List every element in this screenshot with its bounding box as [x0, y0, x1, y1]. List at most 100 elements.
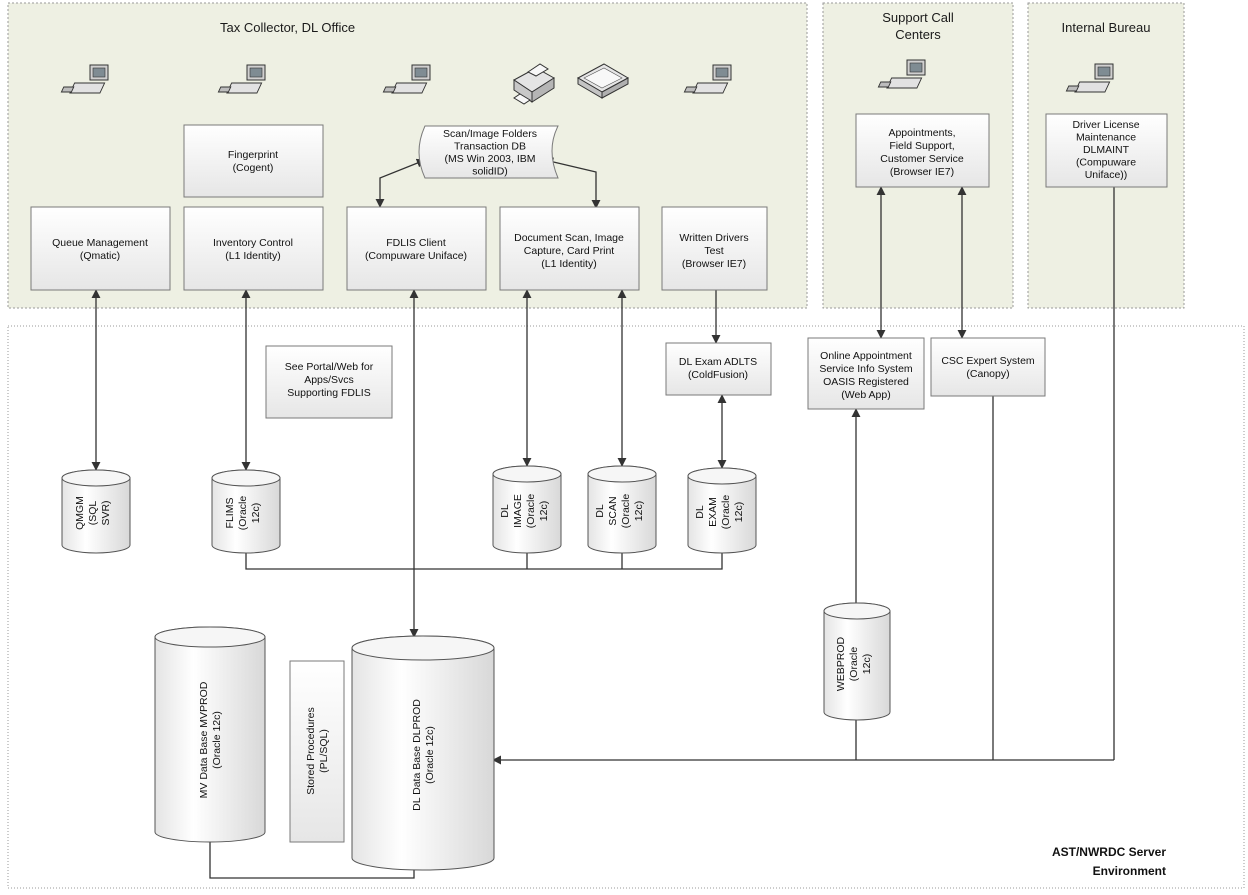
text-line: (Qmatic) — [80, 250, 120, 262]
text-line: Support Call — [882, 10, 954, 25]
text-line: 12c) — [250, 503, 262, 523]
text-line: Test — [704, 245, 723, 257]
text-line: Inventory Control — [213, 237, 293, 249]
text-line: Driver License — [1072, 119, 1139, 131]
dl-image-database: DLIMAGE(Oracle12c) — [492, 465, 562, 554]
text-line: QMGM — [74, 496, 86, 530]
text-line: (Web App) — [841, 389, 890, 401]
text-line: Scan/Image Folders — [443, 128, 537, 140]
workstation-icon — [382, 64, 431, 94]
text-line: (Compuware — [1076, 157, 1136, 169]
dl-exam-database: DLEXAM(Oracle12c) — [687, 467, 757, 554]
text-line: Field Support, — [889, 140, 954, 152]
text-line: Capture, Card Print — [524, 245, 615, 257]
text-line: Online Appointment — [820, 350, 912, 362]
text-line: (Oracle 12c) — [211, 711, 223, 769]
workstation-icon — [683, 64, 732, 94]
text-line: (Oracle — [720, 495, 732, 530]
text-line: (Cogent) — [233, 162, 274, 174]
queue-management-box: Queue Management(Qmatic) — [30, 206, 171, 291]
appointments-box: Appointments,Field Support,Customer Serv… — [855, 113, 990, 188]
text-line: Centers — [895, 27, 941, 42]
svg-text:DL Data Base DLPROD(Oracle 12c: DL Data Base DLPROD(Oracle 12c) — [411, 699, 436, 811]
text-line: Uniface)) — [1085, 169, 1128, 181]
connector-fdlis-scanfolders — [375, 158, 426, 208]
fdlis-client-box: FDLIS Client(Compuware Uniface) — [346, 206, 487, 291]
text-line: (Browser IE7) — [890, 166, 954, 178]
svg-text:WEBPROD(Oracle12c): WEBPROD(Oracle12c) — [835, 636, 873, 691]
text-line: Maintenance — [1076, 132, 1136, 144]
text-line: (PL/SQL) — [318, 729, 330, 773]
text-line: Environment — [1093, 864, 1166, 878]
dl-exam-box: DL Exam ADLTS(ColdFusion) — [665, 342, 772, 396]
text-line: (Oracle — [525, 494, 537, 529]
workstation-icon — [877, 59, 926, 89]
zone-title-tax-collector: Tax Collector, DL Office — [220, 20, 355, 35]
text-line: Appointments, — [888, 127, 955, 139]
connector-db-bus — [245, 553, 723, 570]
text-line: DLMAINT — [1083, 144, 1130, 156]
fingerprint-box: Fingerprint(Cogent) — [183, 124, 324, 198]
svg-text:DLIMAGE(Oracle12c): DLIMAGE(Oracle12c) — [499, 494, 550, 529]
flatbed-scanner-icon — [576, 63, 630, 99]
text-line: CSC Expert System — [941, 355, 1035, 367]
zone-title-internal-bureau: Internal Bureau — [1062, 20, 1151, 35]
text-line: Service Info System — [819, 363, 913, 375]
svg-text:DLSCAN(Oracle12c): DLSCAN(Oracle12c) — [594, 494, 645, 529]
text-line: Queue Management — [52, 237, 148, 249]
text-line: EXAM — [707, 497, 719, 527]
text-line: AST/NWRDC Server — [1052, 845, 1166, 859]
text-line: Fingerprint — [228, 149, 278, 161]
svg-text:DL Exam ADLTS(ColdFusion): DL Exam ADLTS(ColdFusion) — [679, 356, 757, 381]
workstation-icon — [217, 64, 266, 94]
text-line: Transaction DB — [454, 141, 526, 153]
text-line: SCAN — [607, 496, 619, 525]
inventory-control-box: Inventory Control(L1 Identity) — [183, 206, 324, 291]
webprod-database: WEBPROD(Oracle12c) — [823, 602, 891, 721]
text-line: (Oracle — [237, 496, 249, 531]
svg-text:Inventory Control(L1 Identity): Inventory Control(L1 Identity) — [213, 237, 293, 262]
text-line: 12c) — [538, 501, 550, 521]
text-line: 12c) — [633, 501, 645, 521]
svg-text:MV Data Base MVPROD(Oracle 12c: MV Data Base MVPROD(Oracle 12c) — [198, 681, 223, 798]
text-line: solidID) — [472, 166, 508, 178]
text-line: (Oracle 12c) — [424, 726, 436, 784]
text-line: (Oracle — [620, 494, 632, 529]
text-line: Customer Service — [880, 153, 964, 165]
svg-text:Fingerprint(Cogent): Fingerprint(Cogent) — [228, 149, 278, 174]
stored-procedures-box: Stored Procedures(PL/SQL) — [289, 660, 345, 843]
text-line: (L1 Identity) — [541, 258, 596, 270]
text-line: MV Data Base MVPROD — [198, 681, 210, 798]
text-line: DL Data Base DLPROD — [411, 699, 423, 811]
svg-text:DLEXAM(Oracle12c): DLEXAM(Oracle12c) — [694, 495, 745, 530]
text-line: (Canopy) — [966, 368, 1009, 380]
svg-text:Queue Management(Qmatic): Queue Management(Qmatic) — [52, 237, 148, 262]
qmgm-database: QMGM(SQLSVR) — [61, 469, 131, 554]
connector-mvprod-dlprod — [209, 842, 415, 879]
svg-text:CSC Expert System(Canopy): CSC Expert System(Canopy) — [941, 355, 1035, 380]
svg-text:Appointments,Field Support,Cus: Appointments,Field Support,Customer Serv… — [880, 127, 964, 178]
text-line: 12c) — [733, 502, 745, 522]
text-line: WEBPROD — [835, 636, 847, 691]
svg-text:FLIMS(Oracle12c): FLIMS(Oracle12c) — [224, 496, 262, 531]
text-line: Document Scan, Image — [514, 232, 624, 244]
text-line: DL — [499, 504, 511, 518]
svg-text:Stored Procedures(PL/SQL): Stored Procedures(PL/SQL) — [305, 707, 330, 795]
text-line: SVR) — [100, 500, 112, 525]
workstation-icon — [60, 64, 109, 94]
text-line: (Compuware Uniface) — [365, 250, 467, 262]
workstation-icon — [1065, 63, 1114, 93]
text-line: (MS Win 2003, IBM — [444, 153, 535, 165]
text-line: DL Exam ADLTS — [679, 356, 757, 368]
